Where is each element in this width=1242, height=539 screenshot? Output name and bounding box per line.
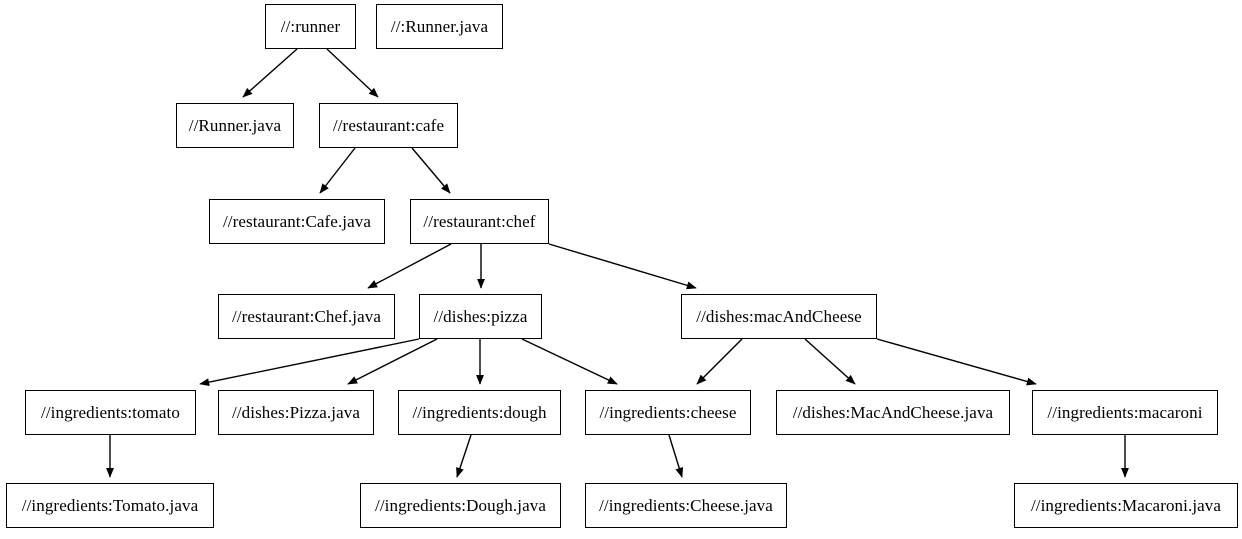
graph-node-label: //restaurant:cafe	[332, 116, 445, 135]
graph-node-chef[interactable]: //restaurant:chef	[410, 199, 549, 244]
graph-node-cheese[interactable]: //ingredients:cheese	[585, 390, 751, 435]
graph-node-macaroni_java[interactable]: //ingredients:Macaroni.java	[1014, 483, 1238, 528]
graph-node-chef_java[interactable]: //restaurant:Chef.java	[218, 294, 395, 339]
graph-node-mac_and_cheese_java[interactable]: //dishes:MacAndCheese.java	[776, 390, 1010, 435]
graph-node-label: //ingredients:tomato	[41, 403, 180, 422]
graph-node-label: //dishes:MacAndCheese.java	[792, 403, 994, 422]
graph-node-pizza_java[interactable]: //dishes:Pizza.java	[218, 390, 374, 435]
graph-node-macaroni[interactable]: //ingredients:macaroni	[1032, 390, 1218, 435]
graph-node-label: //ingredients:macaroni	[1047, 403, 1203, 422]
graph-edge	[367, 243, 452, 289]
graph-node-label: //restaurant:chef	[423, 212, 536, 231]
graph-node-label: //Runner.java	[188, 116, 282, 135]
graph-node-label: //:runner	[280, 17, 341, 36]
graph-node-runner_java[interactable]: //Runner.java	[176, 103, 294, 148]
graph-node-label: //dishes:macAndCheese	[696, 307, 862, 326]
graph-node-label: //ingredients:Macaroni.java	[1030, 496, 1222, 515]
graph-node-dough[interactable]: //ingredients:dough	[398, 390, 561, 435]
graph-node-tomato_java[interactable]: //ingredients:Tomato.java	[6, 483, 214, 528]
graph-edge	[319, 147, 356, 194]
graph-edge	[199, 338, 420, 387]
graph-edge	[242, 48, 298, 98]
graph-node-tomato[interactable]: //ingredients:tomato	[25, 390, 196, 435]
graph-edge	[411, 147, 451, 194]
graph-edge	[347, 338, 438, 385]
graph-node-pizza[interactable]: //dishes:pizza	[419, 294, 542, 339]
graph-edge	[696, 338, 743, 385]
graph-node-label: //restaurant:Chef.java	[232, 307, 381, 326]
graph-edge	[804, 338, 856, 385]
graph-edge	[876, 338, 1037, 386]
graph-node-cafe[interactable]: //restaurant:cafe	[319, 103, 458, 148]
graph-node-runner[interactable]: //:runner	[265, 4, 356, 49]
graph-node-label: //ingredients:Cheese.java	[599, 496, 773, 515]
graph-node-label: //restaurant:Cafe.java	[222, 212, 372, 231]
graph-node-dough_java[interactable]: //ingredients:Dough.java	[360, 483, 561, 528]
graph-node-label: //dishes:Pizza.java	[232, 403, 360, 422]
graph-edge	[521, 338, 618, 385]
graph-edge	[456, 434, 472, 478]
graph-edge	[548, 243, 697, 290]
graph-node-label: //dishes:pizza	[433, 307, 528, 326]
graph-node-root_runner_java[interactable]: //:Runner.java	[376, 4, 503, 49]
graph-node-label: //ingredients:Dough.java	[375, 496, 546, 515]
graph-node-cafe_java[interactable]: //restaurant:Cafe.java	[209, 199, 385, 244]
graph-edge	[668, 434, 684, 478]
graph-node-label: //ingredients:cheese	[599, 403, 737, 422]
graph-node-mac_and_cheese[interactable]: //dishes:macAndCheese	[681, 294, 877, 339]
graph-node-label: //:Runner.java	[390, 17, 489, 36]
graph-node-label: //ingredients:Tomato.java	[21, 496, 199, 515]
graph-node-label: //ingredients:dough	[412, 403, 547, 422]
graph-edge	[326, 48, 379, 98]
graph-node-cheese_java[interactable]: //ingredients:Cheese.java	[585, 483, 787, 528]
